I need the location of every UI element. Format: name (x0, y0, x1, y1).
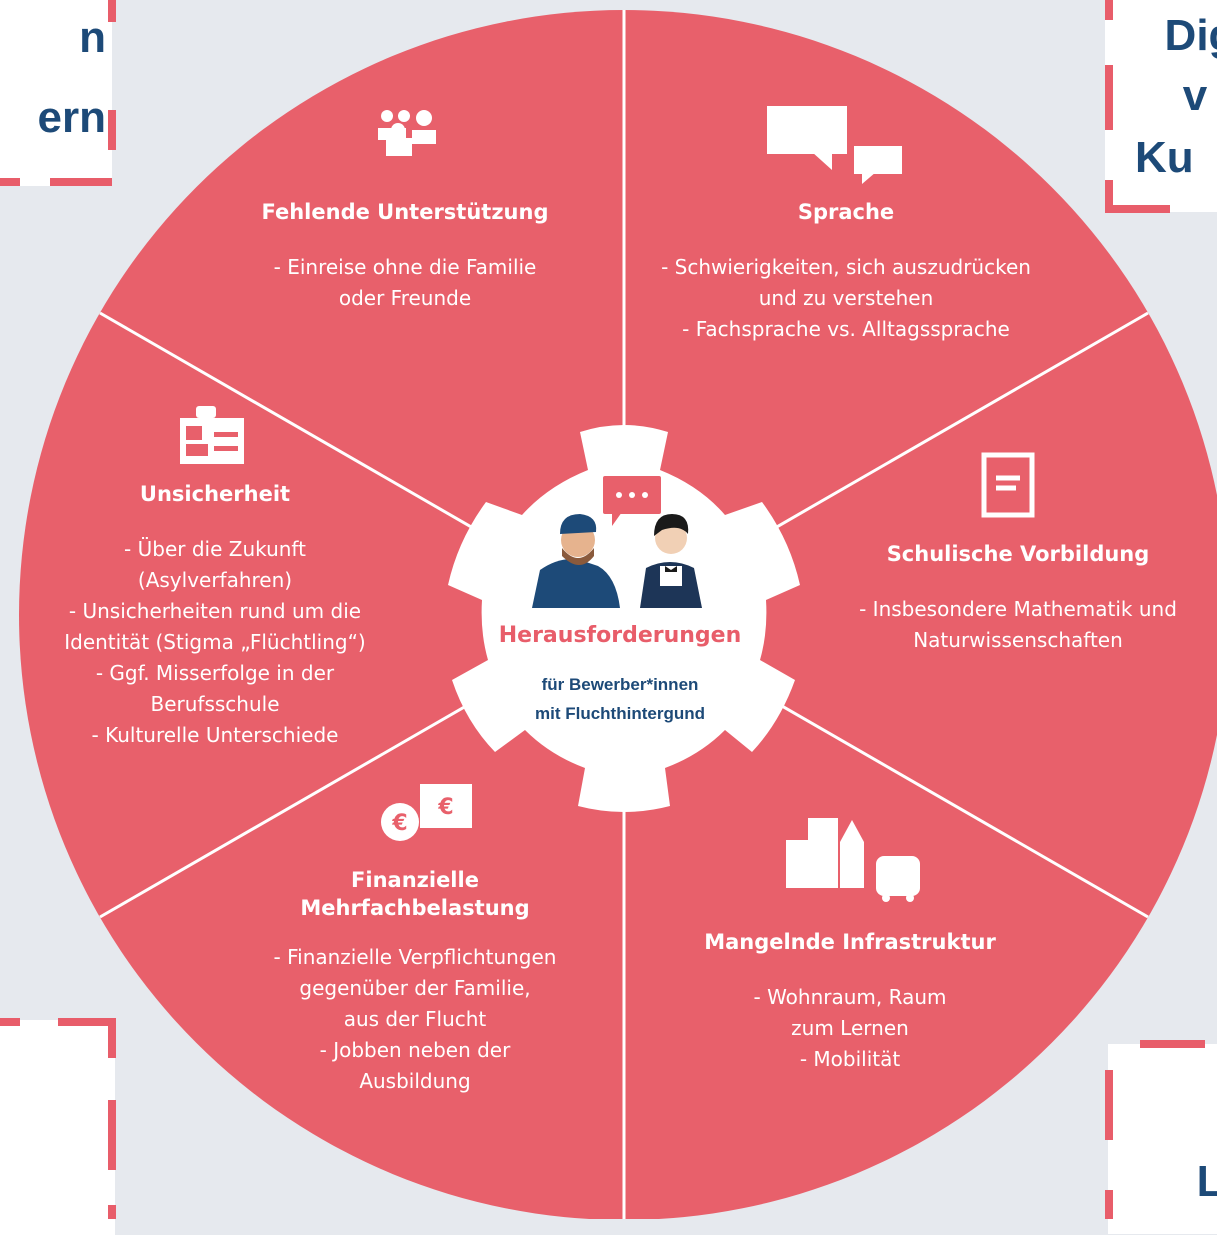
segment-schulische-vorbildung: Schulische Vorbildung - Insbesondere Mat… (818, 540, 1217, 656)
corner-box-bottom-left (0, 1020, 115, 1235)
dashed-border (1105, 180, 1113, 210)
segment-finanzielle-mehrfachbelastung: Finanzielle Mehrfachbelastung - Finanzie… (230, 866, 600, 1097)
center-subtitle-line: für Bewerber*innen (541, 675, 699, 694)
dashed-border (108, 1205, 116, 1219)
segment-unsicherheit: Unsicherheit - Über die Zukunft (Asylver… (30, 480, 400, 751)
segment-mangelnde-infrastruktur: Mangelnde Infrastruktur - Wohnraum, Raum… (680, 928, 1020, 1075)
corner-box-bottom-right: R Le (1108, 1044, 1217, 1234)
svg-text:€: € (391, 811, 407, 836)
segment-title: Schulische Vorbildung (886, 542, 1150, 566)
segment-title: Fehlende Unterstützung (261, 200, 549, 224)
segment-sprache: Sprache - Schwierigkeiten, sich auszudrü… (636, 198, 1056, 345)
center-title: Herausforderungen (498, 623, 742, 648)
segment-line: gegenüber der Familie, (299, 976, 531, 1000)
segment-line: aus der Flucht (343, 1007, 487, 1031)
center-hub (448, 425, 800, 812)
segment-line: - Kulturelle Unterschiede (91, 723, 339, 747)
segment-line: - Jobben neben der (319, 1038, 511, 1062)
people-group-icon (378, 110, 436, 156)
segment-line: - Einreise ohne die Familie (273, 255, 537, 279)
corner-text: v (1182, 71, 1208, 120)
dashed-border (108, 110, 116, 150)
segment-title: Sprache (797, 200, 895, 224)
segment-line: Berufsschule (150, 692, 280, 716)
segment-line: - Unsicherheiten rund um die (68, 599, 362, 623)
corner-text: Dig (1164, 11, 1217, 60)
segment-line: und zu verstehen (758, 286, 934, 310)
euro-money-icon: € € (381, 784, 472, 841)
corner-box-top-right: Dig v Ku (1105, 0, 1217, 212)
corner-text: n (79, 13, 106, 62)
center-subtitle-line: mit Fluchthintergund (535, 704, 705, 723)
segment-line: oder Freunde (338, 286, 472, 310)
segment-line: (Asylverfahren) (137, 568, 293, 592)
segment-line: - Finanzielle Verpflichtungen (273, 945, 557, 969)
segment-title: Mangelnde Infrastruktur (704, 930, 996, 954)
dashed-border (1140, 1040, 1205, 1048)
id-card-icon (180, 406, 244, 464)
segment-fehlende-unterstuetzung: Fehlende Unterstützung - Einreise ohne d… (230, 198, 580, 314)
corner-text: Ku (1135, 133, 1194, 182)
segment-title: Unsicherheit (139, 482, 291, 506)
dashed-border (0, 178, 20, 186)
segment-title-line: Mehrfachbelastung (300, 896, 530, 920)
segment-line: - Fachsprache vs. Alltagssprache (682, 317, 1010, 341)
workers-illustration-icon (532, 476, 702, 608)
corner-box-top-left: n ern (0, 0, 112, 186)
dashed-border (108, 1018, 116, 1058)
book-icon (981, 452, 1035, 518)
segment-line: Ausbildung (359, 1069, 471, 1093)
dashed-border (0, 1018, 20, 1026)
dashed-border (108, 1100, 116, 1170)
segment-line: Identität (Stigma „Flüchtling“) (64, 630, 366, 654)
corner-text: ern (37, 93, 106, 142)
dashed-border (1105, 205, 1170, 213)
segment-line: - Ggf. Misserfolge in der (95, 661, 335, 685)
dashed-border (1105, 1070, 1113, 1140)
svg-text:€: € (437, 795, 453, 820)
segment-line: - Über die Zukunft (124, 537, 306, 561)
segment-line: - Mobilität (799, 1047, 901, 1071)
segment-line: - Schwierigkeiten, sich auszudrücken (661, 255, 1031, 279)
segment-line: zum Lernen (791, 1016, 909, 1040)
dashed-border (1105, 1190, 1113, 1219)
segment-title: Finanzielle Mehrfachbelastung (230, 866, 600, 922)
city-bus-icon (786, 818, 920, 902)
segment-line: - Insbesondere Mathematik und (859, 597, 1177, 621)
speech-bubbles-icon (767, 106, 902, 184)
dashed-border (1105, 0, 1113, 20)
segment-title-line: Finanzielle (351, 868, 479, 892)
dashed-border (58, 1018, 116, 1026)
center-subtitle: für Bewerber*innen mit Fluchthintergund (470, 670, 770, 728)
dashed-border (1105, 65, 1113, 130)
segment-line: - Wohnraum, Raum (753, 985, 947, 1009)
segment-line: Naturwissenschaften (913, 628, 1123, 652)
dashed-border (50, 178, 112, 186)
dashed-border (108, 0, 116, 22)
corner-text: Le (1196, 1157, 1217, 1206)
